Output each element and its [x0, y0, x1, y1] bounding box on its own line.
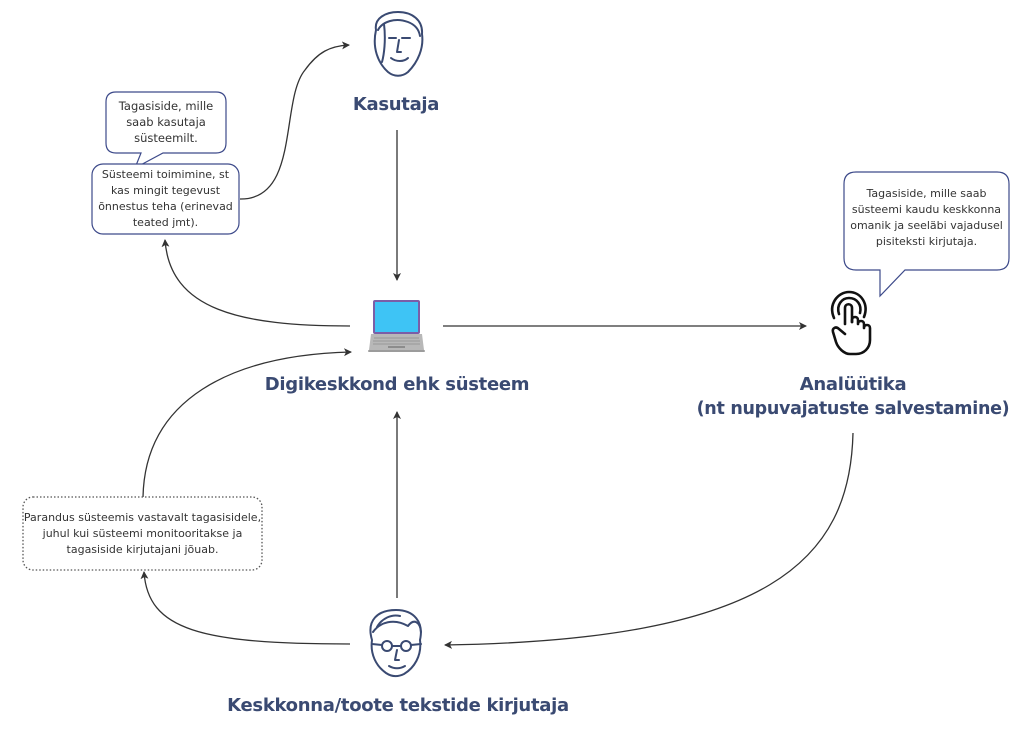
arrow-writer-to-fix — [140, 571, 351, 645]
callout-line: saab kasutaja — [126, 115, 206, 129]
callout-line: süsteemi kaudu keskkonna — [851, 203, 1002, 216]
callout-line: juhul kui süsteemi monitooritakse ja — [42, 527, 243, 540]
callout-line: teated jmt). — [132, 216, 199, 229]
callout-line: pisiteksti kirjutaja. — [875, 235, 978, 248]
node-label-analytics-subtitle: (nt nupuvajatuste salvestamine) — [696, 399, 1010, 419]
callout-system-operation-box — [91, 163, 240, 235]
callout-fix-box — [22, 496, 263, 571]
arrow-analytics-to-writer — [444, 432, 854, 649]
callout-fix-text: Parandus süsteemis vastavalt tagasisidel… — [23, 510, 262, 558]
callout-line: süsteemilt. — [134, 131, 198, 145]
callout-line: Süsteemi toimimine, st — [101, 168, 230, 181]
tap-finger-icon — [830, 290, 872, 356]
callout-line: Tagasiside, mille saab — [866, 187, 987, 200]
node-label-analytics-title: Analüütika — [799, 374, 907, 395]
elderly-man-glasses-face-icon — [369, 609, 422, 678]
callout-user-feedback-bubble — [105, 91, 227, 170]
arrow-system-operation-to-user — [239, 41, 350, 200]
node-label-system: Digikeskkond ehk süsteem — [264, 374, 530, 395]
callout-line: õnnestus teha (erinevad — [98, 200, 233, 213]
callout-system-operation-text: Süsteemi toimimine, st kas mingit tegevu… — [92, 167, 239, 231]
callout-owner-feedback-text: Tagasiside, mille saab süsteemi kaudu ke… — [844, 186, 1009, 250]
elderly-woman-face-icon — [373, 11, 424, 77]
node-label-user: Kasutaja — [352, 94, 440, 115]
arrow-system-to-system-operation — [161, 239, 351, 327]
callout-line: Parandus süsteemis vastavalt tagasisidel… — [23, 511, 262, 524]
callout-user-feedback-text: Tagasiside, mille saab kasutaja süsteemi… — [106, 98, 226, 146]
callout-line: Tagasiside, mille — [118, 99, 214, 113]
arrows — [140, 41, 854, 649]
callout-owner-feedback-bubble — [843, 171, 1010, 298]
callout-line: kas mingit tegevust — [110, 184, 221, 197]
arrow-fix-to-system — [142, 348, 352, 498]
laptop-icon — [368, 300, 425, 352]
node-label-writer: Keskkonna/toote tekstide kirjutaja — [227, 695, 569, 716]
callout-line: omanik ja seeläbi vajadusel — [850, 219, 1003, 232]
callout-line: tagasiside kirjutajani jõuab. — [66, 543, 219, 556]
